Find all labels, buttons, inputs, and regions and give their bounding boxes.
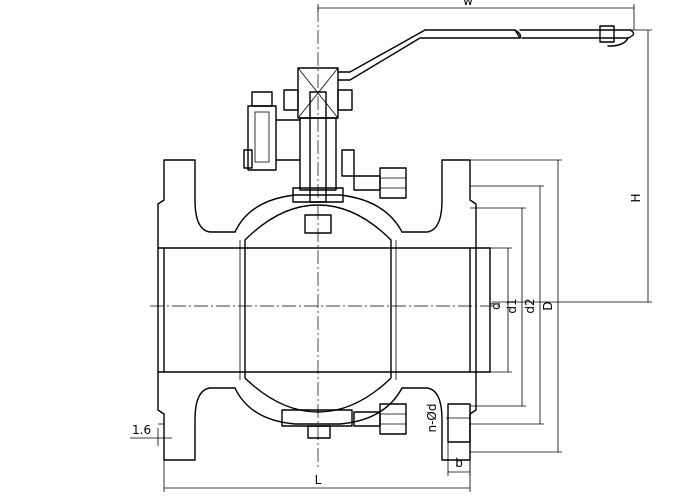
right-flange: [401, 159, 477, 461]
left-flange: [157, 159, 236, 461]
gland-right: [337, 89, 353, 111]
body-dome-bottom: [234, 387, 403, 425]
body-dome-top: [234, 194, 403, 233]
label-n-phi-d: n-Ød: [425, 404, 439, 433]
valve-body: [157, 159, 491, 461]
bonnet-assembly: [243, 67, 471, 443]
dimensions: [130, 4, 652, 492]
lever-grip: [599, 25, 615, 43]
lever: [337, 29, 521, 81]
labels: w H d d1 d2 D L b n-Ød 1.6: [132, 0, 643, 487]
body-bolt-top: [379, 167, 407, 199]
label-L: L: [315, 473, 322, 487]
label-d1: d1: [505, 298, 519, 313]
lock-cap: [251, 91, 273, 107]
lever-handle: [337, 25, 635, 81]
flange-bolt: [447, 403, 471, 443]
label-D: D: [541, 301, 555, 310]
label-H: H: [629, 193, 643, 202]
label-d: d: [489, 302, 503, 310]
lock-device: [247, 105, 277, 171]
gland-left: [283, 89, 299, 111]
ball: [244, 204, 392, 413]
label-b: b: [455, 456, 463, 470]
body-boss: [341, 149, 355, 177]
label-gasket-thickness: 1.6: [132, 423, 151, 437]
label-d2: d2: [523, 298, 537, 313]
label-w: w: [463, 0, 473, 8]
